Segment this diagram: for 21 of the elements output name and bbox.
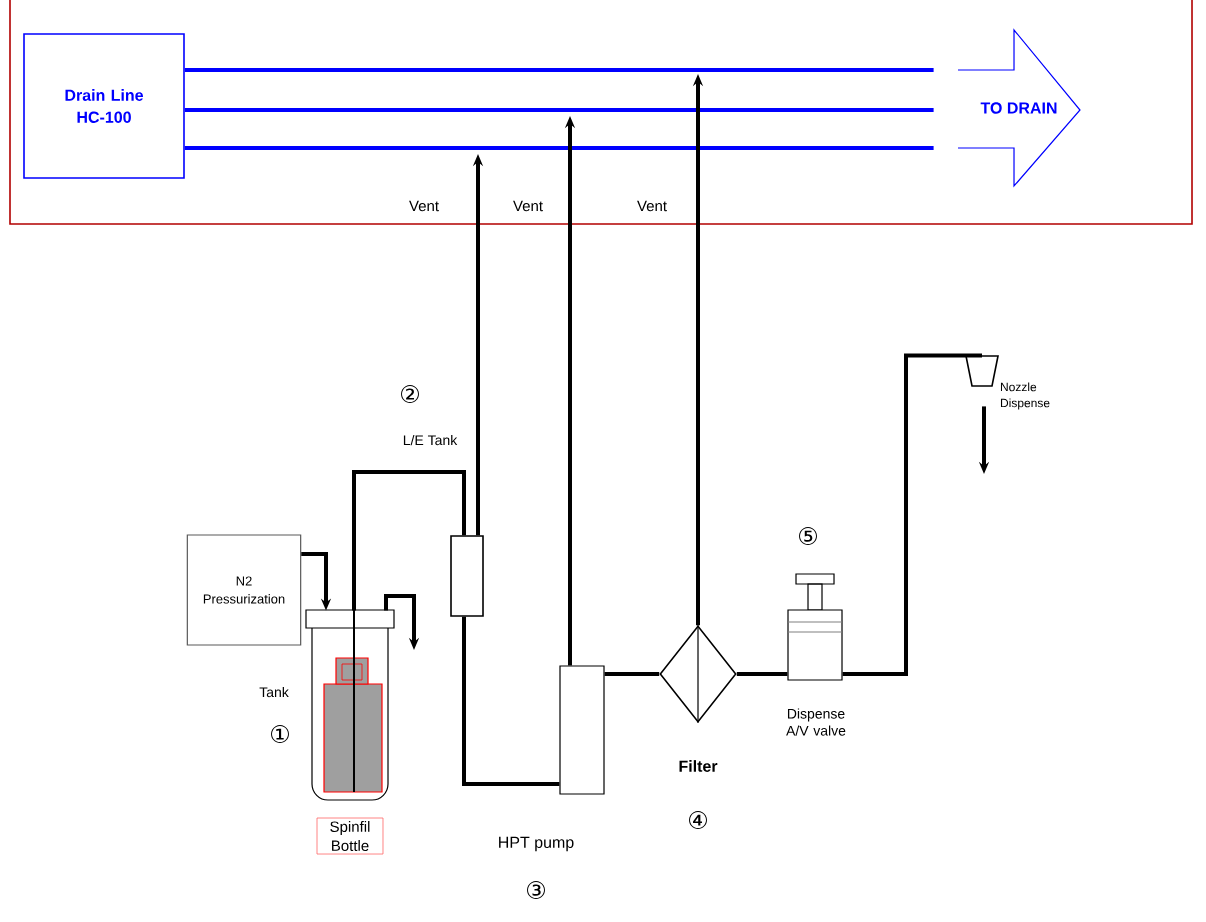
pump-box [559,665,605,795]
step-number: ② [401,385,419,403]
pipe-line [184,68,934,72]
tank-box [450,535,484,617]
pipe-line [736,672,788,676]
nozzle-drawing [965,355,999,387]
tank-drawing [305,609,395,801]
pipe-line [184,146,934,150]
valve-drawing [787,573,843,681]
pipe-line [604,672,660,676]
step-number: ① [271,725,289,743]
pipe-line [184,108,934,112]
part-label: HPT pump [499,836,574,852]
part-label: Filter [679,760,718,772]
pipe-line [462,616,560,786]
pipe-line [352,470,466,611]
pipe-line [842,353,982,676]
filter-diamond [659,624,737,724]
step-number: ③ [527,881,545,899]
step-number: ⑤ [799,527,817,545]
step-number: ④ [689,811,707,829]
